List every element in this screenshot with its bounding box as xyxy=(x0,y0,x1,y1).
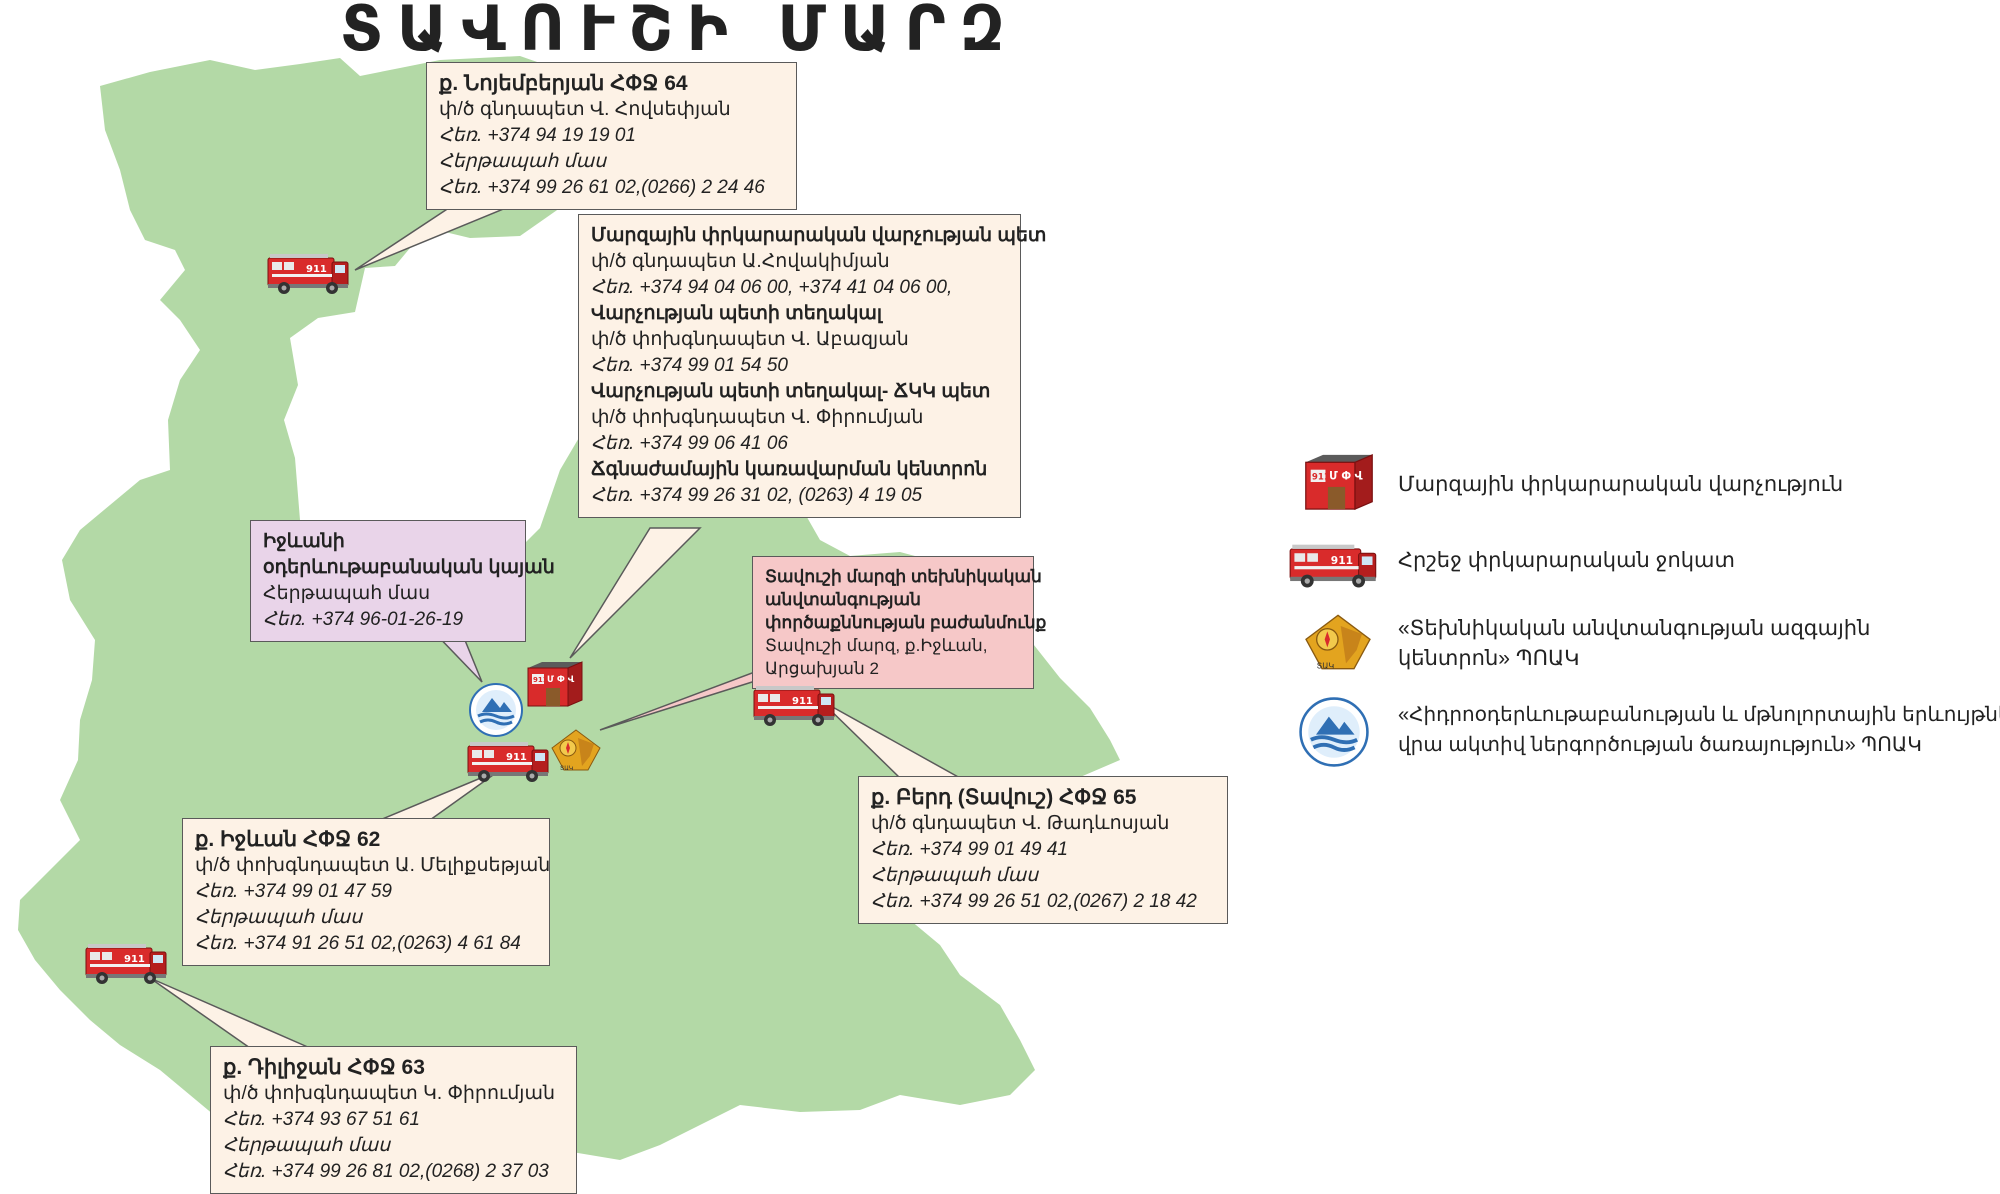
svg-text:911: 911 xyxy=(1331,554,1353,567)
meteo-line: օդերևութաբանական կայան xyxy=(263,557,555,578)
regional-line: փ/ծ փոխգնդապետ Վ. Փիրումյան xyxy=(591,407,924,428)
legend-hydromet-line2: վրա ակտիվ ներգործության ծառայություն» ՊՈ… xyxy=(1398,734,1922,756)
rescue-building-icon: 911 Մ Փ Վ xyxy=(1305,453,1373,511)
emblem-icon: ՏԱԿ xyxy=(551,729,601,772)
ijevan-line: Հեռ. +374 99 01 47 59 xyxy=(195,881,392,902)
legend-tech-center-line1: «Տեխնիկական անվտանգության ազգային xyxy=(1398,617,1871,640)
regional-line: Հեռ. +374 94 04 06 00, +374 41 04 06 00, xyxy=(591,277,953,298)
regional-line: Մարզային փրկարարական վարչության պետ xyxy=(591,225,1047,246)
regional-line: Հեռ. +374 99 26 31 02, (0263) 4 19 05 xyxy=(591,485,923,506)
svg-text:911: 911 xyxy=(506,752,527,763)
regional-line: Հեռ. +374 99 01 54 50 xyxy=(591,355,788,376)
noyemberyan-heading: ք. Նոյեմբերյան ՀՓՋ 64 xyxy=(439,72,688,95)
tech-line: փործաքննության բաժանմունք xyxy=(765,613,1047,632)
rescue-building-icon: 911 Մ Փ Վ xyxy=(527,661,583,707)
berd-line: Հեռ. +374 99 26 51 02,(0267) 2 18 42 xyxy=(871,891,1197,912)
noyemberyan-line: փ/ծ գնդապետ Վ. Հովսեփյան xyxy=(439,99,731,120)
legend-tech-center: «Տեխնիկական անվտանգության ազգային կենտրո… xyxy=(1398,614,1870,674)
legend-rescue-office: Մարզային փրկարարական վարչություն xyxy=(1398,473,1844,496)
legend-fire-unit: Հրշեջ փրկարարական ջոկատ xyxy=(1398,549,1735,572)
ijevan-heading: ք. Իջևան ՀՓՋ 62 xyxy=(195,828,381,851)
meteo-line: Իջևանի xyxy=(263,531,345,552)
callout-dilijan: ք. Դիլիջան ՀՓՋ 63 փ/ծ փոխգնդապետ Կ. Փիրո… xyxy=(210,1046,577,1194)
regional-line: փ/ծ գնդապետ Ա.Հովակիմյան xyxy=(591,251,890,272)
meteo-line: Հերթապահ մաս xyxy=(263,583,431,604)
svg-text:911: 911 xyxy=(792,696,813,707)
svg-text:Մ Փ Վ: Մ Փ Վ xyxy=(1329,470,1363,483)
legend-tech-center-line2: կենտրոն» ՊՈԱԿ xyxy=(1398,647,1580,670)
svg-text:ՏԱԿ: ՏԱԿ xyxy=(560,765,573,772)
legend-hydromet-line1: «Հիդրոօդերևութաբանության և մթնոլորտային … xyxy=(1398,704,2000,726)
fire-truck-icon: 911 xyxy=(467,742,549,782)
dilijan-line: Հեռ. +374 99 26 81 02,(0268) 2 37 03 xyxy=(223,1161,549,1182)
svg-text:911: 911 xyxy=(124,954,145,965)
callout-ijevan: ք. Իջևան ՀՓՋ 62 փ/ծ փոխգնդապետ Ա. Մելիքս… xyxy=(182,818,550,966)
callout-tech-safety: Տավուշի մարզի տեխնիկական անվտանգության փ… xyxy=(752,556,1047,689)
fire-truck-icon: 911 xyxy=(1289,544,1377,588)
regional-line: Վարչության պետի տեղակալ- ՃԿԿ պետ xyxy=(591,381,991,402)
tech-line: անվտանգության xyxy=(765,590,921,609)
dilijan-line: Հերթապահ մաս xyxy=(223,1135,391,1156)
regional-line: Վարչության պետի տեղակալ xyxy=(591,303,883,324)
dilijan-line: Հեռ. +374 93 67 51 61 xyxy=(223,1109,420,1130)
regional-line: Հեռ. +374 99 06 41 06 xyxy=(591,433,788,454)
noyemberyan-line: Հեռ. +374 94 19 19 01 xyxy=(439,125,636,146)
ijevan-line: Հերթապահ մաս xyxy=(195,907,363,928)
berd-line: փ/ծ գնդապետ Վ. Թադևոսյան xyxy=(871,813,1170,834)
svg-text:911: 911 xyxy=(533,676,548,684)
berd-line: Հեռ. +374 99 01 49 41 xyxy=(871,839,1068,860)
noyemberyan-line: Հերթապահ մաս xyxy=(439,151,607,172)
berd-line: Հերթապահ մաս xyxy=(871,865,1039,886)
noyemberyan-line: Հեռ. +374 99 26 61 02,(0266) 2 24 46 xyxy=(439,177,765,198)
svg-text:Մ Փ Վ: Մ Փ Վ xyxy=(547,675,575,685)
ijevan-line: Հեռ. +374 91 26 51 02,(0263) 4 61 84 xyxy=(195,933,521,954)
dilijan-heading: ք. Դիլիջան ՀՓՋ 63 xyxy=(223,1056,425,1079)
dilijan-line: փ/ծ փոխգնդապետ Կ. Փիրումյան xyxy=(223,1083,556,1104)
tech-line: Արցախյան 2 xyxy=(765,659,879,678)
hydromet-icon xyxy=(469,683,523,737)
callout-meteo-station: Իջևանի օդերևութաբանական կայան Հերթապահ մ… xyxy=(250,520,555,642)
callout-berd: ք. Բերդ (Տավուշ) ՀՓՋ 65 փ/ծ գնդապետ Վ. Թ… xyxy=(858,776,1228,924)
svg-text:911: 911 xyxy=(1312,473,1330,483)
regional-line: Ճգնաժամային կառավարման կենտրոն xyxy=(591,459,988,480)
svg-text:ՏԱԿ: ՏԱԿ xyxy=(1317,662,1335,671)
meteo-line: Հեռ. +374 96-01-26-19 xyxy=(263,609,464,630)
regional-line: փ/ծ փոխգնդապետ Վ. Աբազյան xyxy=(591,329,909,350)
region-title: ՏԱՎՈՒՇԻ ՄԱՐԶ xyxy=(340,0,1020,65)
tech-line: Տավուշի մարզի տեխնիկական xyxy=(765,567,1042,586)
berd-heading: ք. Բերդ (Տավուշ) ՀՓՋ 65 xyxy=(871,786,1137,809)
fire-truck-icon: 911 xyxy=(753,686,835,726)
callout-regional-office: Մարզային փրկարարական վարչության պետ փ/ծ … xyxy=(578,214,1047,518)
ijevan-line: փ/ծ փոխգնդապետ Ա. Մելիքսեթյան xyxy=(195,855,551,876)
hydromet-icon xyxy=(1299,697,1369,767)
legend-hydromet: «Հիդրոօդերևութաբանության և մթնոլորտային … xyxy=(1398,700,2000,760)
fire-truck-icon: 911 xyxy=(85,944,167,984)
fire-truck-icon: 911 xyxy=(267,254,349,294)
leader-regional xyxy=(569,527,702,659)
callout-noyemberyan: ք. Նոյեմբերյան ՀՓՋ 64 փ/ծ գնդապետ Վ. Հով… xyxy=(426,62,797,210)
tech-line: Տավուշի մարզ, ք.Իջևան, xyxy=(765,636,988,655)
emblem-icon: ՏԱԿ xyxy=(1305,614,1371,671)
svg-text:911: 911 xyxy=(306,264,327,275)
